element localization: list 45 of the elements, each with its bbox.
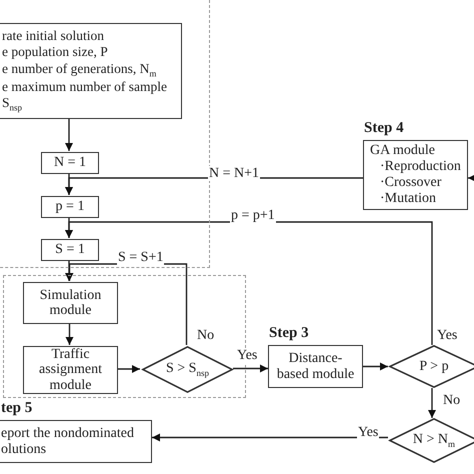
process-box [41,152,99,174]
box-text: e number of generations, N$_{m}$ [2,60,156,80]
arrow [66,323,74,345]
process-box [23,282,118,324]
box-text: eport the nondominated olutions [1,426,135,457]
arrow [468,174,474,182]
arrow [117,365,140,373]
process-box [0,23,182,119]
decision-text: N > N$_{m}$ [412,432,456,449]
box-text: rate initial solution [2,28,104,44]
box-text: Distance-based module [276,351,356,382]
box-text: ·Reproduction [379,158,461,175]
arrow [233,364,268,372]
process-box [41,239,99,261]
decision-diamond [388,418,474,463]
box-text: ·Mutation [379,191,436,208]
dashed-group-boundary [0,0,210,268]
box-text: GA module [370,142,435,159]
arrow [65,118,73,151]
decision-diamond [141,346,234,393]
edge-label: S = S+1 [117,250,164,266]
edge-label: N = N+1 [208,166,260,182]
step-heading: Step 4 [364,120,404,138]
arrow [363,362,388,370]
box-text: e maximum number of sample S$_{nsp}$ [2,79,168,114]
step-heading: Step 3 [269,325,309,342]
step-heading: tep 5 [1,400,32,416]
box-text: ·Crossover [379,175,442,192]
box-text: p = 1 [56,199,84,215]
decision-text: S > S$_{nsp}$ [166,361,209,378]
box-text: N = 1 [54,155,86,171]
box-text: S = 1 [55,242,85,258]
box-text: e population size, P [2,44,108,61]
process-box [41,196,99,218]
arrow [65,221,433,345]
arrow [428,388,436,418]
arrow [152,434,388,442]
box-text: Traffic assignment module [38,346,103,394]
decision-diamond [388,345,474,388]
edge-label: p = p+1 [230,208,276,224]
decision-text: P > p [419,358,449,374]
box-text: Simulation module [38,288,102,318]
edge-label: Yes [357,425,380,440]
edge-label: Yes [236,348,258,364]
process-box [23,346,118,394]
